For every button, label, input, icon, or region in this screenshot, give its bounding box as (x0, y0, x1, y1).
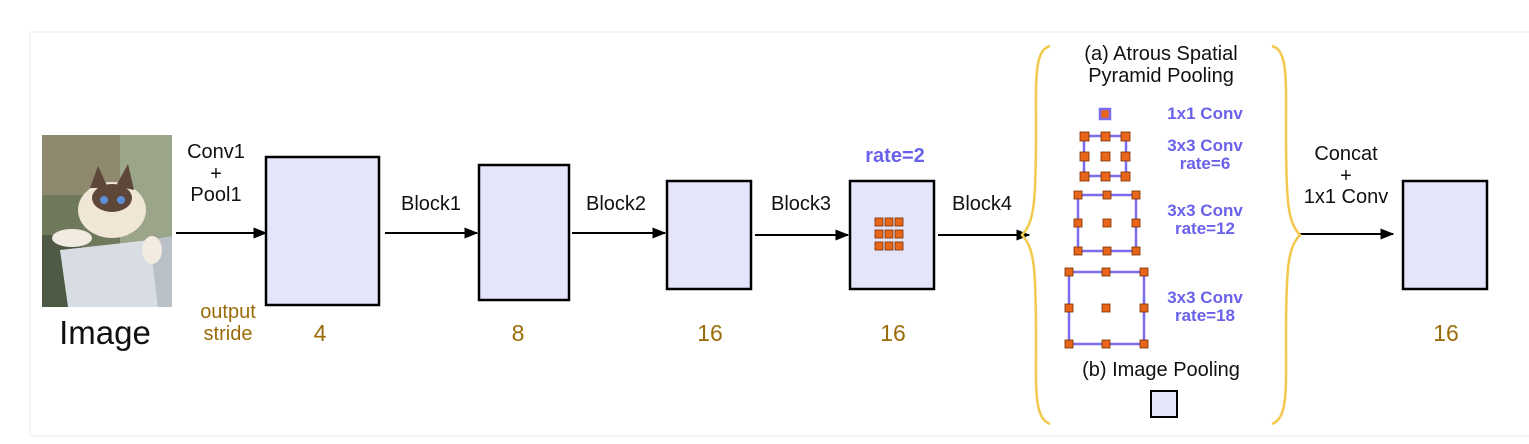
concat-plus-text: + (1340, 164, 1352, 187)
aspp-title-line-1: (a) Atrous Spatial (1084, 43, 1238, 65)
branch-rate12-rate-text: rate=12 (1174, 219, 1236, 239)
output-text: output (200, 301, 256, 323)
block3-label: Block3 (770, 193, 832, 215)
stride-value-2: 8 (511, 320, 525, 346)
rate-2-label: rate=2 (865, 145, 925, 167)
branch-rate6-conv-text: 3x3 Conv (1167, 136, 1243, 155)
aspp-branch-rate12-label: 3x3 Conv rate=12 (1150, 201, 1260, 239)
block4-label: Block4 (951, 193, 1013, 215)
stride-value-1: 4 (313, 320, 327, 346)
pool1-text: Pool1 (190, 184, 242, 207)
block2-label: Block2 (585, 193, 647, 215)
left-brace (1020, 44, 1051, 426)
branch-1x1-text: 1x1 Conv (1167, 104, 1243, 123)
kernel-3x3-rate-6 (1079, 131, 1131, 182)
image-pooling-label: (b) Image Pooling (1082, 359, 1240, 381)
concat-1x1-text: 1x1 Conv (1303, 186, 1389, 209)
image-pooling-box (1150, 390, 1178, 418)
right-brace (1271, 44, 1302, 426)
stride-value-5: 16 (1433, 320, 1459, 346)
concat-label: Concat + 1x1 Conv (1290, 143, 1402, 209)
conv1-text: Conv1 (187, 141, 245, 163)
kernel-3x3-rate-12 (1073, 190, 1141, 256)
stride-text: stride (203, 323, 253, 345)
aspp-branch-rate18-label: 3x3 Conv rate=18 (1150, 288, 1260, 326)
kernel-1x1 (1098, 107, 1112, 121)
branch-rate12-conv-text: 3x3 Conv (1167, 201, 1243, 220)
conv1-pool1-label: Conv1 + Pool1 (170, 141, 262, 207)
atrous-kernel-rate-2 (874, 217, 904, 251)
kernel-3x3-rate-18 (1064, 267, 1149, 349)
input-image-cat (42, 135, 172, 307)
concat-text: Concat (1314, 143, 1378, 165)
branch-rate18-rate-text: rate=18 (1174, 306, 1236, 326)
feature-map-output (1401, 179, 1489, 291)
branch-rate18-conv-text: 3x3 Conv (1167, 288, 1243, 307)
aspp-branch-rate6-label: 3x3 Conv rate=6 (1150, 136, 1260, 174)
output-stride-caption: output stride (186, 301, 270, 345)
feature-map-stride-4 (264, 155, 381, 307)
branch-rate6-rate-text: rate=6 (1179, 154, 1231, 174)
image-caption: Image (59, 314, 151, 351)
aspp-title-line-2: Pyramid Pooling (1088, 64, 1234, 87)
aspp-branch-1x1-label: 1x1 Conv (1150, 104, 1260, 123)
plus-text: + (210, 162, 222, 185)
stride-value-4: 16 (880, 320, 906, 346)
stride-value-3: 16 (697, 320, 723, 346)
feature-map-stride-8 (477, 163, 571, 302)
block1-label: Block1 (400, 193, 462, 215)
aspp-title: (a) Atrous Spatial Pyramid Pooling (1050, 43, 1272, 87)
feature-map-stride-16 (665, 179, 753, 291)
